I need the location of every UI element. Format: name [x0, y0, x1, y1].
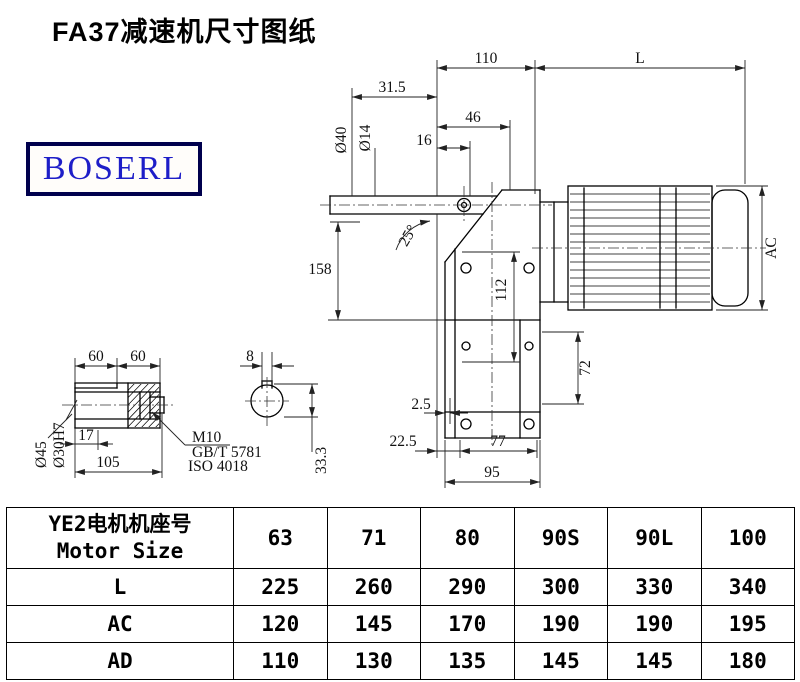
- label-iso-4018: ISO 4018: [188, 458, 248, 475]
- table-cell: 340: [700, 568, 795, 606]
- table-cell: 145: [513, 642, 608, 680]
- table-cell: 130: [326, 642, 421, 680]
- col-header-63: 63: [233, 507, 328, 569]
- table-cell: 110: [233, 642, 328, 680]
- col-header-90s: 90S: [513, 507, 608, 569]
- label-m10: M10: [192, 429, 222, 446]
- table-cell: 180: [700, 642, 795, 680]
- col-header-71: 71: [326, 507, 421, 569]
- motor-size-header-cell: YE2电机机座号 Motor Size: [6, 507, 234, 569]
- dim-95: 95: [484, 464, 500, 481]
- table-cell: 145: [326, 605, 421, 643]
- table-cell: 135: [420, 642, 515, 680]
- dim-105: 105: [96, 454, 120, 471]
- col-header-90l: 90L: [607, 507, 702, 569]
- dim-17: 17: [78, 427, 94, 444]
- col-header-80: 80: [420, 507, 515, 569]
- dim-dia30h7: Ø30H7: [51, 422, 68, 468]
- dim-2-5: 2.5: [411, 396, 431, 413]
- table-row-AD: AD 110 130 135 145 145 180: [6, 642, 795, 680]
- dim-dia40: Ø40: [333, 126, 350, 153]
- dim-L: L: [635, 50, 644, 67]
- table-cell: 120: [233, 605, 328, 643]
- dim-AC: AC: [763, 237, 780, 259]
- motor-size-header-cn: YE2电机机座号: [48, 511, 192, 536]
- row-label-AC: AC: [6, 605, 234, 643]
- dim-112: 112: [493, 279, 510, 302]
- table-row-L: L 225 260 290 300 330 340: [6, 568, 795, 606]
- dim-77: 77: [490, 433, 506, 450]
- page-title: FA37减速机尺寸图纸: [52, 17, 317, 47]
- table-cell: 260: [326, 568, 421, 606]
- table-cell: 190: [513, 605, 608, 643]
- dimension-lines: [47, 60, 768, 488]
- shaft-detail: [62, 382, 176, 429]
- dim-angle-25: 25°: [395, 222, 421, 249]
- label-gbt-5781: GB/T 5781: [192, 444, 262, 461]
- table-cell: 190: [607, 605, 702, 643]
- dim-16: 16: [416, 132, 432, 149]
- dim-31-5: 31.5: [378, 79, 405, 96]
- dim-158: 158: [308, 261, 332, 278]
- row-label-L: L: [6, 568, 234, 606]
- table-cell: 195: [700, 605, 795, 643]
- reducer-outline: [329, 189, 541, 439]
- table-cell: 300: [513, 568, 608, 606]
- boserl-logo: BOSERL: [26, 142, 202, 196]
- row-label-AD: AD: [6, 642, 234, 680]
- dim-22-5: 22.5: [389, 433, 416, 450]
- dim-dia45: Ø45: [33, 441, 50, 468]
- table-cell: 145: [607, 642, 702, 680]
- dim-60-b: 60: [130, 348, 146, 365]
- col-header-100: 100: [700, 507, 795, 569]
- dim-8: 8: [246, 348, 254, 365]
- table-cell: 330: [607, 568, 702, 606]
- dim-46: 46: [465, 109, 481, 126]
- table-row-AC: AC 120 145 170 190 190 195: [6, 605, 795, 643]
- dim-72: 72: [577, 360, 594, 376]
- dim-dia14: Ø14: [357, 124, 374, 151]
- motor-size-header-en: Motor Size: [56, 539, 184, 563]
- table-cell: 170: [420, 605, 515, 643]
- dim-60-a: 60: [88, 348, 104, 365]
- dimension-labels: 110 L 31.5 46 16 Ø40 Ø14 25° 158 112 AC …: [33, 50, 780, 481]
- dim-33-3: 33.3: [313, 447, 330, 474]
- dim-110: 110: [475, 50, 498, 67]
- table-cell: 225: [233, 568, 328, 606]
- table-header-row: YE2电机机座号 Motor Size 63 71 80 90S 90L 100: [6, 507, 795, 569]
- centerlines: [320, 182, 766, 446]
- bore-section-detail: [245, 377, 289, 427]
- motor-size-table: YE2电机机座号 Motor Size 63 71 80 90S 90L 100…: [6, 507, 795, 680]
- table-cell: 290: [420, 568, 515, 606]
- boserl-logo-text: BOSERL: [42, 150, 186, 187]
